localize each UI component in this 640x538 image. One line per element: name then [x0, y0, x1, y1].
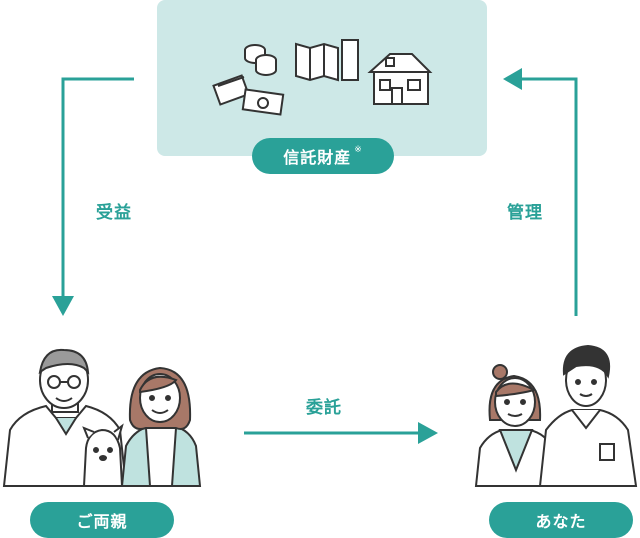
benefit-arrow — [52, 77, 134, 316]
benefit-label: 受益 — [96, 203, 132, 223]
trust-asset-note-mark: ※ — [354, 145, 363, 155]
manage-label: 管理 — [507, 203, 543, 223]
trust-asset-pill: 信託財産※ — [252, 138, 394, 174]
trust-asset-panel — [157, 0, 487, 156]
entrust-label: 委託 — [306, 398, 342, 418]
house-icon — [367, 53, 433, 105]
parents-pill: ご両親 — [30, 502, 174, 538]
parents-label: ご両親 — [76, 512, 128, 531]
entrust-arrow — [244, 422, 438, 444]
parents-illustration — [2, 348, 202, 487]
you-label: あなた — [535, 512, 587, 531]
manage-arrow — [503, 68, 578, 316]
couple-illustration — [474, 344, 638, 487]
trust-asset-label: 信託財産 — [283, 148, 352, 167]
coins-and-cards-icon — [212, 44, 285, 116]
document-icon — [295, 39, 359, 82]
you-pill: あなた — [489, 502, 633, 538]
